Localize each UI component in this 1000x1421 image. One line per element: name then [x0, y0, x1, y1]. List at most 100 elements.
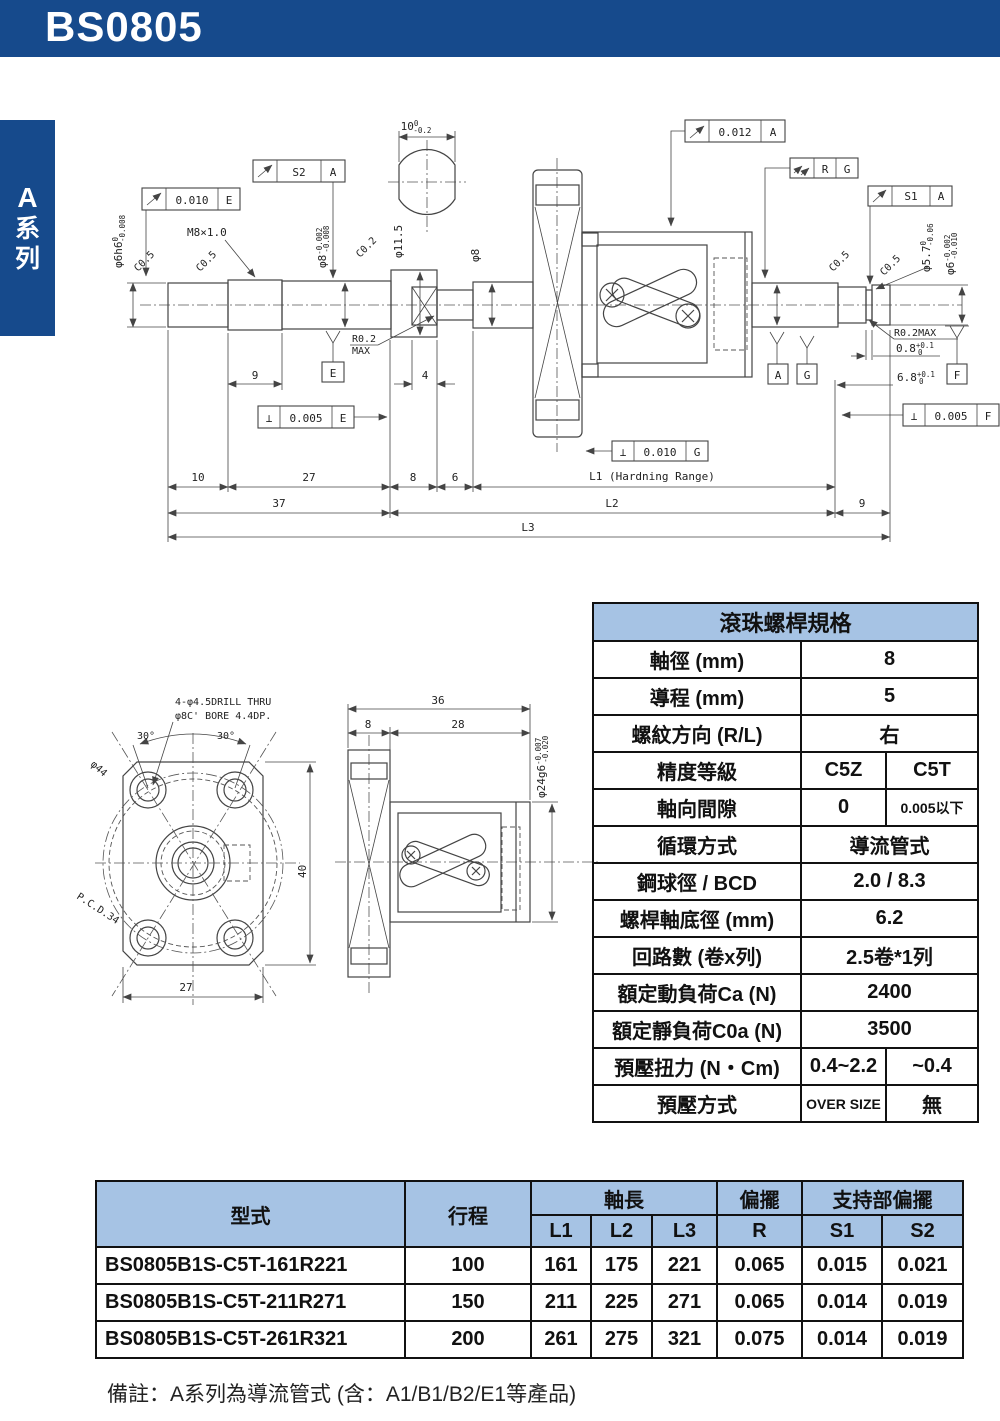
col-l2: L2 [590, 1214, 653, 1248]
svg-text:MAX: MAX [352, 346, 370, 357]
spec-value: 8 [800, 640, 979, 679]
pcd-label: P.C.D.34 [74, 891, 120, 926]
svg-text:R0.2: R0.2 [352, 334, 376, 345]
dia-label: φ5.70-0.06 [919, 223, 935, 272]
col-s1: S1 [801, 1214, 883, 1248]
svg-text:9: 9 [859, 497, 866, 510]
table-row: BS0805B1S-C5T-211R271 150 211 225 271 0.… [95, 1283, 964, 1322]
svg-text:E: E [226, 194, 233, 207]
spec-value: C5Z [800, 751, 887, 790]
dim-label: 9 [252, 369, 259, 382]
dim-label: 40 [296, 865, 309, 878]
angle-label: 30° [217, 731, 235, 742]
slant-arrow-icon [257, 164, 273, 178]
spec-label: 螺桿軸底徑 (mm) [592, 899, 802, 938]
svg-text:G: G [694, 446, 701, 459]
dim-label: 28 [451, 718, 464, 731]
cell: 100 [404, 1246, 532, 1285]
cell: 0.065 [716, 1246, 803, 1285]
chamfer-label: C0.5 [878, 253, 903, 278]
dia-label: φ8 [469, 249, 482, 262]
dim-label: 27 [179, 981, 192, 994]
perpendicularity-icon: ⊥ [266, 412, 273, 425]
svg-text:0.010: 0.010 [175, 194, 208, 207]
table-row: BS0805B1S-C5T-161R221 100 161 175 221 0.… [95, 1246, 964, 1285]
spec-value: OVER SIZE [800, 1084, 887, 1123]
series-tab-char2: 列 [14, 245, 40, 273]
dia-label: φ44 [88, 759, 109, 779]
datum-boxes: E A G F [321, 361, 968, 385]
svg-text:27: 27 [302, 471, 315, 484]
dim-label: 100-0.2 [401, 119, 432, 135]
cell: 0.014 [801, 1320, 883, 1359]
chamfer-label: C0.5 [132, 249, 157, 274]
svg-text:R: R [822, 163, 829, 176]
cell: 0.019 [881, 1283, 964, 1322]
cell: 275 [590, 1320, 653, 1359]
spec-value: ~0.4 [885, 1047, 979, 1086]
table-row: BS0805B1S-C5T-261R321 200 261 275 321 0.… [95, 1320, 964, 1359]
spec-value: 導流管式 [800, 825, 979, 864]
spec-table: 滾珠螺桿規格 軸徑 (mm)8 導程 (mm)5 螺紋方向 (R/L)右 精度等… [592, 602, 979, 1123]
slant-arrow-icon [800, 167, 810, 177]
model-header-row: 型式 行程 軸長 偏擺 支持部偏擺 [95, 1180, 964, 1248]
nut-side-view: 36 8 28 φ24g6-0.007-0.020 [335, 694, 600, 993]
spec-row: 導程 (mm)5 [592, 677, 979, 716]
spec-value: 0.4~2.2 [800, 1047, 887, 1086]
model-name: BS0805B1S-C5T-261R321 [95, 1320, 406, 1359]
drill-note: φ8C' BORE 4.4DP. [175, 711, 271, 722]
spec-row: 回路數 (卷x列)2.5卷*1列 [592, 936, 979, 975]
dia-label: φ8-0.002-0.008 [315, 225, 331, 268]
cell: 221 [651, 1246, 718, 1285]
col-model: 型式 [95, 1180, 406, 1248]
spec-row: 循環方式導流管式 [592, 825, 979, 864]
spec-label: 額定靜負荷C0a (N) [592, 1010, 802, 1049]
svg-text:37: 37 [272, 497, 285, 510]
spec-row: 預壓扭力 (N・Cm)0.4~2.2~0.4 [592, 1047, 979, 1086]
nut-assembly [532, 169, 753, 438]
svg-text:S1: S1 [904, 190, 917, 203]
spec-value: 5 [800, 677, 979, 716]
svg-text:S2: S2 [292, 166, 305, 179]
spec-label: 軸徑 (mm) [592, 640, 802, 679]
dia-label: φ6-0.002-0.010 [943, 232, 959, 275]
svg-text:A: A [775, 369, 782, 382]
frame-runout-010e: 0.010 E [141, 187, 241, 277]
slant-arrow-icon [793, 165, 803, 175]
spec-value: 0 [800, 788, 887, 827]
dim-label: 36 [431, 694, 444, 707]
cell: 0.019 [881, 1320, 964, 1359]
cell: 0.075 [716, 1320, 803, 1359]
svg-text:L3: L3 [521, 521, 534, 534]
page-header: BS0805 [0, 0, 1000, 57]
col-r: R [716, 1214, 803, 1248]
chamfer-label: C0.5 [194, 249, 219, 274]
cell: 175 [590, 1246, 653, 1285]
spec-label: 預壓方式 [592, 1084, 802, 1123]
spec-value: C5T [885, 751, 979, 790]
spec-title-row: 滾珠螺桿規格 [592, 602, 979, 642]
spec-label: 軸向間隙 [592, 788, 802, 827]
slant-arrow-icon [689, 125, 705, 139]
svg-text:10: 10 [191, 471, 204, 484]
spec-label: 鋼球徑 / BCD [592, 862, 802, 901]
spec-value: 無 [885, 1084, 979, 1123]
spec-value: 右 [800, 714, 979, 753]
dim-label: 4 [422, 369, 429, 382]
chamfer-label: C0.2 [354, 235, 379, 260]
svg-text:F: F [954, 369, 961, 382]
footnote: 備註：A系列為導流管式 (含：A1/B1/B2/E1等產品) [107, 1383, 577, 1406]
cell: 271 [651, 1283, 718, 1322]
model-subheader-row: L1 L2 L3 R S1 S2 [96, 1214, 964, 1248]
chamfer-label: C0.5 [827, 249, 852, 274]
cell: 200 [404, 1320, 532, 1359]
cell: 321 [651, 1320, 718, 1359]
